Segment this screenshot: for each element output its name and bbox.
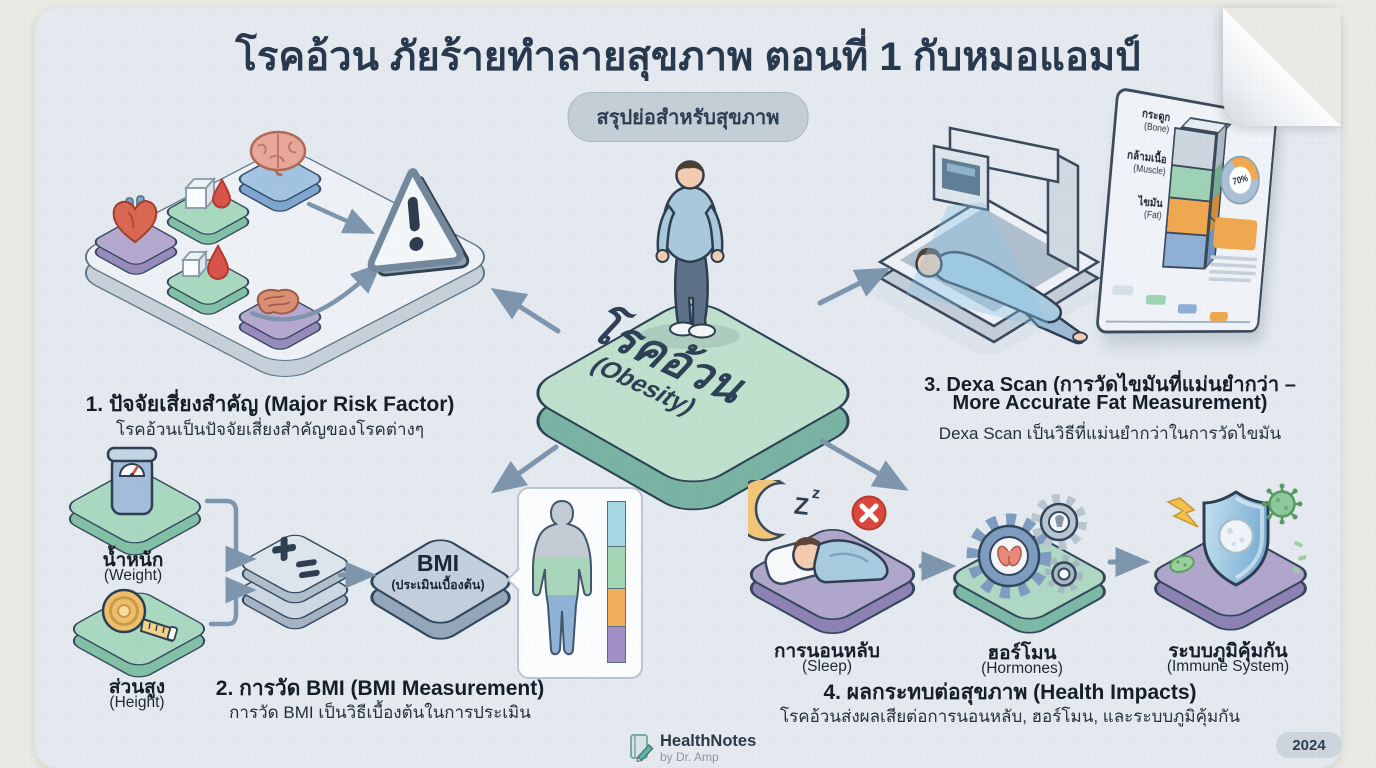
virus-icon (1261, 483, 1303, 525)
body-silhouette (532, 499, 592, 656)
section3-subtext: Dexa Scan เป็นวิธีที่แม่นยำกว่าในการวัดไ… (938, 424, 1282, 443)
person-figure (640, 160, 740, 349)
composition-bar (1162, 117, 1232, 270)
blood-drop-icon (181, 243, 230, 280)
panel-baseline (1106, 320, 1251, 323)
organ-icon (256, 288, 300, 315)
fat-donut-chart: 70% (1218, 153, 1262, 207)
moon-icon: Z z (748, 480, 821, 542)
bone-label: กระดูก (Bone) (1118, 104, 1171, 136)
hormones-label-en: (Hormones) (981, 660, 1063, 677)
healthnotes-logo-icon (630, 734, 654, 762)
heart-icon (112, 195, 158, 244)
legend-chip-fat (1209, 311, 1229, 322)
legend-chip-bone (1111, 285, 1134, 296)
section4-subtext: โรคอ้วนส่งผลเสียต่อการนอนหลับ, ฮอร์โมน, … (779, 707, 1241, 726)
warning-icon (367, 168, 470, 277)
panel-text-line (1210, 255, 1258, 261)
white-cell-icon (1217, 517, 1255, 555)
subtitle-badge: สรุปย่อสำหรับสุขภาพ (567, 92, 809, 142)
composition-bone-segment (1172, 129, 1216, 170)
panel-text-line (1208, 277, 1252, 282)
year-badge: 2024 (1276, 732, 1342, 758)
calculator-icon (272, 536, 320, 579)
legend-chip-muscle (1145, 294, 1167, 305)
donut-value: 70% (1227, 164, 1254, 197)
panel-text-line (1209, 262, 1257, 268)
composition-muscle-segment (1169, 164, 1213, 201)
bmi-scale-segment-over (608, 587, 625, 627)
section1-heading: 1. ปัจจัยเสี่ยงสำคัญ (Major Risk Factor) (85, 393, 455, 416)
bacteria-icon (1169, 554, 1195, 574)
section2-subtext: การวัด BMI เป็นวิธีเบื้องต้นในการประเมิน (229, 703, 531, 722)
weight-label-en: (Weight) (103, 567, 163, 584)
page-title: โรคอ้วน ภัยร้ายทำลายสุขภาพ ตอนที่ 1 กับห… (235, 35, 1141, 79)
bmi-scale-segment-low (608, 502, 625, 546)
brand-name: HealthNotes (660, 732, 757, 750)
dexa-machine (858, 126, 1102, 354)
body-chart-card (517, 487, 643, 679)
bmi-sublabel: (ประเมินเบื้องต้น) (391, 578, 485, 593)
zz-big: Z (793, 492, 810, 520)
fat-label: ไขมัน (Fat) (1110, 194, 1163, 223)
hormones-label: ฮอร์โมน (987, 643, 1057, 664)
panel-text-line (1209, 269, 1257, 276)
section2-heading: 2. การวัด BMI (BMI Measurement) (215, 677, 545, 700)
no-sleep-x-badge (851, 495, 887, 531)
section3-heading-line2: More Accurate Fat Measurement) (952, 392, 1268, 414)
bmi-scale-segment-normal (608, 545, 625, 588)
bmi-scale-bar (607, 501, 626, 663)
zz-small: z (811, 485, 821, 503)
immune-label: ระบบภูมิคุ้มกัน (1168, 641, 1288, 662)
weight-label: น้ำหนัก (102, 550, 164, 571)
composition-fat-segment (1166, 196, 1210, 235)
section1-subtext: โรคอ้วนเป็นปัจจัยเสี่ยงสำคัญของโรคต่างๆ (116, 420, 424, 439)
muscle-label: กล้ามเนื้อ (Muscle) (1114, 148, 1167, 179)
legend-chip-other (1177, 304, 1198, 314)
section4-heading: 4. ผลกระทบต่อสุขภาพ (Health Impacts) (823, 681, 1197, 704)
height-label: ส่วนสูง (108, 677, 166, 698)
bmi-label: BMI (416, 550, 460, 576)
sleep-label: การนอนหลับ (774, 641, 880, 662)
bmi-scale-segment-obese (608, 626, 625, 662)
tape-measure-icon (101, 588, 178, 643)
height-label-en: (Height) (109, 694, 165, 711)
sleeping-person-icon (764, 537, 889, 586)
sugar-blood-icon (183, 176, 232, 211)
composition-other-segment (1163, 231, 1207, 268)
footer-brand-block: HealthNotes by Dr. Amp (660, 732, 756, 765)
bmi-tile-label: BMI (ประเมินเบื้องต้น) (377, 551, 499, 595)
brain-icon (249, 130, 307, 177)
sleep-label-en: (Sleep) (802, 658, 852, 675)
brand-byline: by Dr. Amp (660, 750, 719, 765)
scale-icon (106, 446, 158, 516)
section3-heading-line1: 3. Dexa Scan (การวัดไขมันที่แม่นยำกว่า – (924, 374, 1296, 396)
lightning-icon (1166, 497, 1199, 528)
immune-label-en: (Immune System) (1166, 658, 1290, 675)
shield-icon (1166, 483, 1306, 587)
page-fold (1223, 8, 1341, 126)
panel-highlight-block (1212, 216, 1258, 251)
gears-icon (966, 494, 1087, 599)
